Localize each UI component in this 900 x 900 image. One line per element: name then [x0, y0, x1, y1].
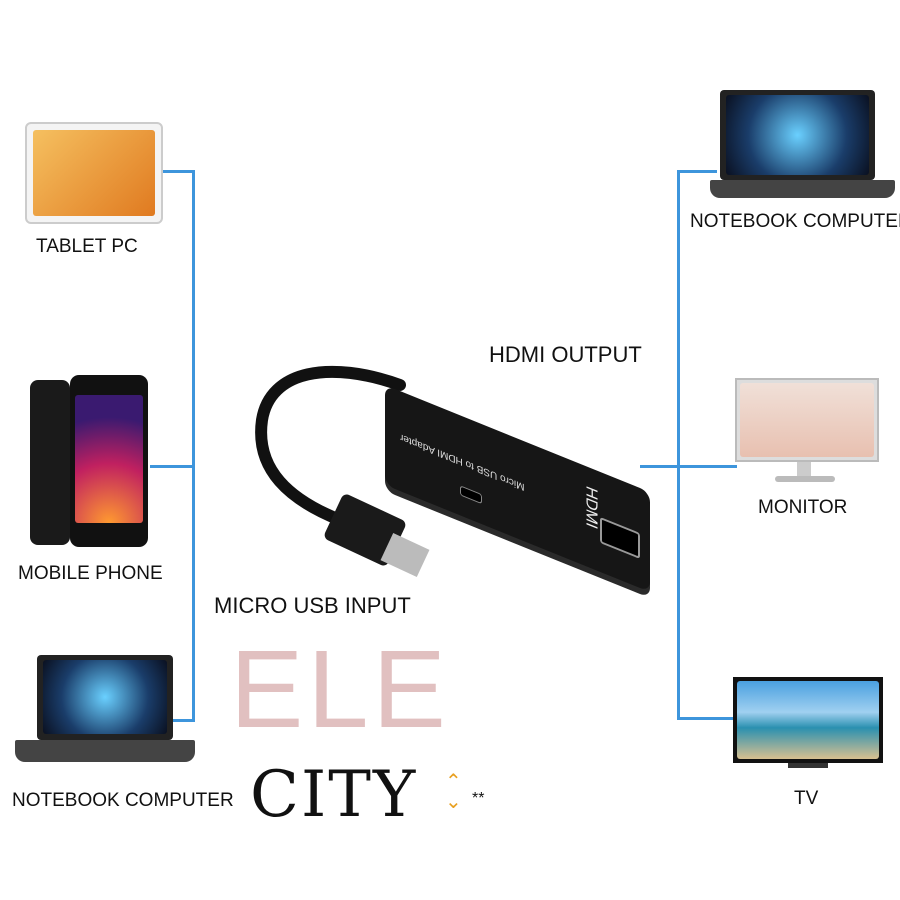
watermark-chevrons-icon: ⌃⌄: [445, 771, 462, 813]
watermark-suffix: **: [472, 790, 485, 807]
micro-usb-input-label: MICRO USB INPUT: [214, 593, 411, 618]
hdmi-output-label: HDMI OUTPUT: [489, 342, 642, 367]
hdmi-port-text: HDMI: [582, 483, 600, 532]
watermark-city: CITY: [250, 758, 418, 832]
middle-branch: [640, 465, 680, 468]
tv-icon: [733, 677, 883, 769]
monitor-label: MONITOR: [758, 497, 848, 518]
tv-label: TV: [794, 788, 819, 809]
left-branch-phone: [150, 465, 195, 468]
adapter-body-text: Micro USB to HDMI Adapter: [400, 431, 525, 493]
laptop-icon: [710, 90, 895, 205]
left-branch-tablet: [160, 170, 195, 173]
right-branch-laptop: [677, 170, 717, 173]
notebook-computer-label-right: NOTEBOOK COMPUTER: [690, 211, 900, 232]
notebook-computer-label-left: NOTEBOOK COMPUTER: [12, 790, 234, 811]
right-trunk-line: [677, 170, 680, 720]
left-branch-laptop: [170, 719, 195, 722]
monitor-icon: [735, 378, 879, 488]
laptop-icon: [15, 655, 195, 770]
mobile-phone-label: MOBILE PHONE: [18, 563, 163, 584]
micro-usb-port[interactable]: [460, 485, 482, 505]
right-branch-monitor: [677, 465, 737, 468]
tablet-label: TABLET PC: [36, 236, 138, 257]
right-branch-tv: [677, 717, 735, 720]
left-trunk-line: [192, 170, 195, 722]
watermark-ele: ELE: [230, 628, 450, 751]
tablet-icon: [25, 122, 163, 224]
phone-icon: [30, 375, 148, 550]
hdmi-port[interactable]: [600, 516, 640, 560]
